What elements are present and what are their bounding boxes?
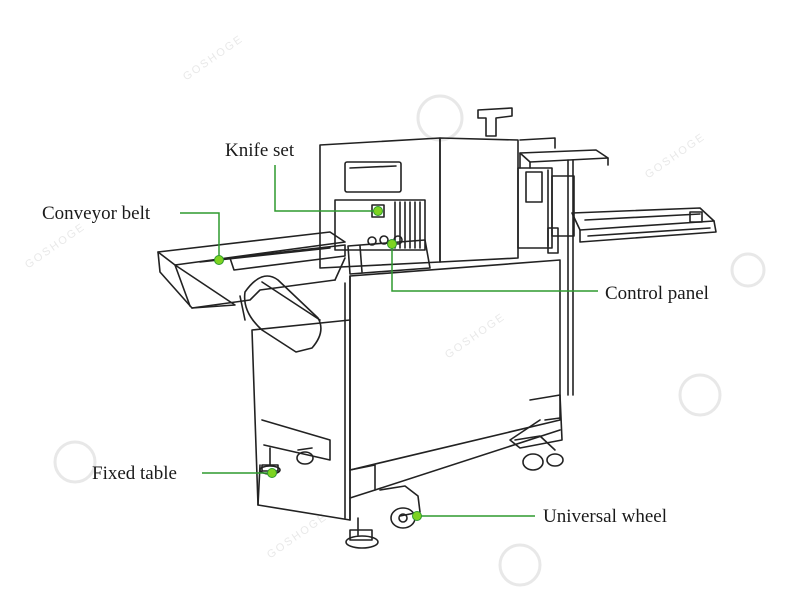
side-guard: [239, 275, 322, 353]
control-panel-leader: [391, 244, 598, 292]
callout-dots: [214, 206, 422, 521]
control-panel-label: Control panel: [605, 283, 709, 304]
fixed-table-dot: [267, 468, 277, 478]
universal-wheel-label: Universal wheel: [543, 506, 667, 527]
knife-set-label: Knife set: [225, 140, 295, 161]
universal-wheel-dot: [412, 511, 422, 521]
knife-housing: [319, 107, 519, 269]
right-frame: [517, 159, 575, 396]
top-platform: [519, 137, 609, 169]
conveyor-belt-leader: [180, 212, 220, 260]
conveyor-belt-label: Conveyor belt: [42, 203, 151, 224]
knife-set-leader: [274, 165, 378, 212]
control-panel-dot: [387, 239, 397, 249]
conveyor-belt-dot: [214, 255, 224, 265]
feet-wheels: [259, 435, 564, 549]
knife-set-dot: [373, 206, 383, 216]
front-conveyor: [157, 231, 346, 309]
leader-lines: [180, 165, 598, 517]
rear-conveyor: [571, 207, 717, 243]
fixed-table-label: Fixed table: [92, 463, 177, 484]
control-box: [347, 235, 431, 275]
lower-cabinet: [251, 259, 563, 521]
